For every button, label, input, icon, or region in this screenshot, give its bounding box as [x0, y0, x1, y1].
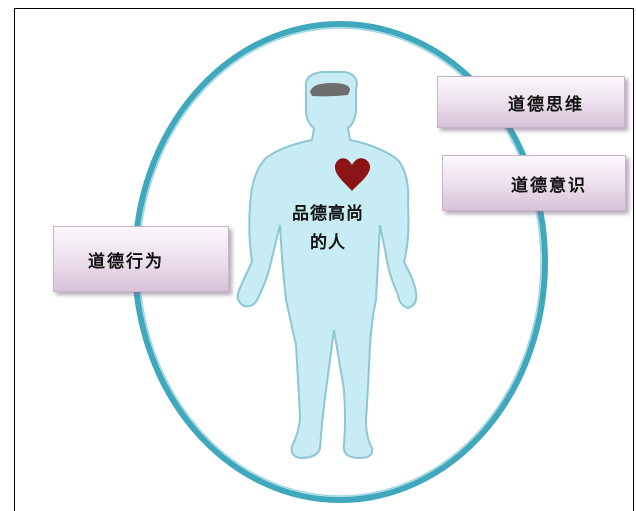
center-label-line1: 品德高尚	[292, 204, 364, 224]
box-moral-behavior-label: 道德行为	[88, 251, 164, 272]
heart-icon	[334, 158, 371, 191]
box-moral-thinking-label: 道德思维	[508, 94, 584, 115]
box-moral-thinking: 道德思维	[437, 76, 625, 128]
center-label-line2: 的人	[310, 233, 346, 253]
human-figure	[236, 71, 418, 460]
box-moral-behavior: 道德行为	[53, 226, 229, 292]
diagram-frame	[14, 8, 634, 511]
box-moral-awareness: 道德意识	[442, 155, 626, 211]
center-label: 品德高尚 的人	[270, 200, 386, 258]
head-mark	[310, 83, 350, 97]
box-moral-awareness-label: 道德意识	[511, 175, 587, 196]
